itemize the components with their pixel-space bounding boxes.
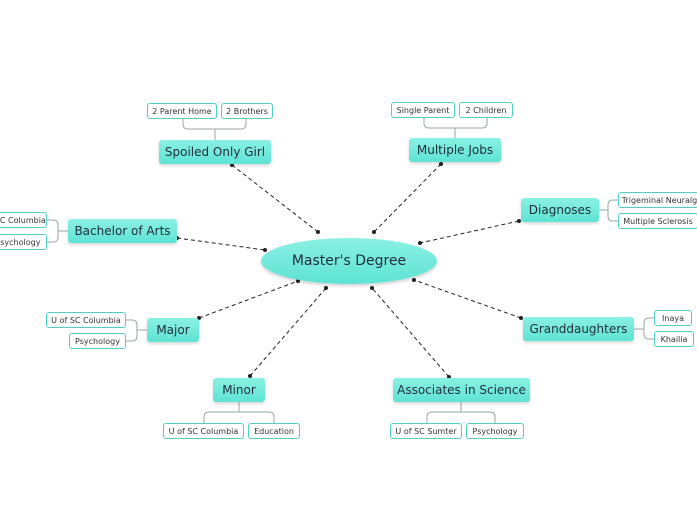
subtopic-khailia[interactable]: Khailia [654,331,694,347]
bracket-associates [426,402,496,423]
connector-dot [324,286,328,290]
connector-granddaughters [413,279,522,319]
topic-spoiled-only-girl[interactable]: Spoiled Only Girl [159,140,271,164]
connector-dot [316,230,320,234]
subtopic-multiple-sclerosis[interactable]: Multiple Sclerosis [618,213,697,229]
connector-jobs [373,163,442,233]
topic-diagnoses[interactable]: Diagnoses [521,198,599,222]
connector-dot [372,230,376,234]
bracket-spoiled [182,118,247,140]
connector-dot [418,241,422,245]
subtopic-u-of-sc-columbia[interactable]: U of SC Columbia [163,423,244,439]
subtopic-u-of-sc-columbia[interactable]: U of SC Columbia [0,212,47,228]
connector-dot [412,278,416,282]
subtopic-psychology[interactable]: Psychology [466,423,524,439]
subtopic-2-parent-home[interactable]: 2 Parent Home [147,103,217,119]
subtopic-single-parent[interactable]: Single Parent [391,102,455,118]
connector-dot [519,316,523,320]
bracket-granddaughters [634,317,654,340]
connector-dot [230,163,234,167]
connector-bachelor [176,237,266,251]
bracket-major [126,319,147,342]
bracket-minor [203,402,275,423]
connector-dot [517,219,521,223]
connector-major [198,280,299,319]
connector-dot [370,286,374,290]
connector-spoiled [231,164,319,233]
connector-associates [371,287,450,378]
subtopic-u-of-sc-sumter[interactable]: U of SC Sumter [390,423,462,439]
subtopic-trigeminal-neuralgia[interactable]: Trigeminal Neuralgia [618,192,697,208]
connector-diagnoses [419,220,520,244]
subtopic-inaya[interactable]: Inaya [654,310,692,326]
connector-dot [248,374,252,378]
topic-bachelor-of-arts[interactable]: Bachelor of Arts [68,219,177,243]
connector-dot [263,248,267,252]
connector-dot [439,162,443,166]
connector-minor [249,287,327,377]
topic-associates-in-science[interactable]: Associates in Science [393,378,530,402]
bracket-jobs [423,117,488,138]
topic-multiple-jobs[interactable]: Multiple Jobs [409,138,501,162]
subtopic-2-brothers[interactable]: 2 Brothers [221,103,273,119]
subtopic-psychology[interactable]: Psychology [0,234,47,250]
topic-major[interactable]: Major [147,318,199,342]
subtopic-2-children[interactable]: 2 Children [459,102,513,118]
topic-granddaughters[interactable]: Granddaughters [523,317,634,341]
central-topic[interactable]: Master's Degree [261,238,437,284]
bracket-diagnoses [599,199,618,222]
subtopic-psychology[interactable]: Psychology [69,333,126,349]
bracket-bachelor [47,219,68,243]
subtopic-u-of-sc-columbia[interactable]: U of SC Columbia [46,312,126,328]
topic-minor[interactable]: Minor [213,378,265,402]
subtopic-education[interactable]: Education [248,423,300,439]
